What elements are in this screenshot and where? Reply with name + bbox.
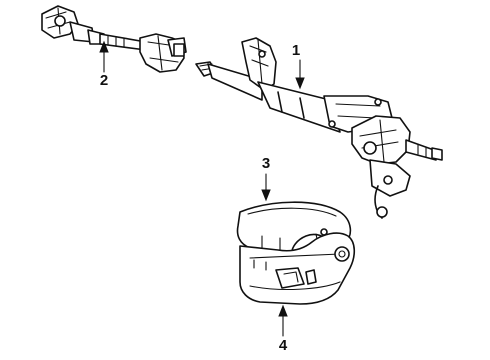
callout-4: 4 [278, 304, 288, 354]
callout-3-label: 3 [262, 155, 270, 172]
lower-shroud-part [239, 232, 356, 305]
callout-2: 2 [99, 40, 109, 89]
steering-column-part [195, 37, 443, 219]
callout-1: 1 [292, 42, 305, 90]
callout-1-label: 1 [292, 42, 300, 59]
callout-4-label: 4 [279, 337, 288, 354]
callout-3: 3 [261, 155, 271, 202]
intermediate-shaft-part [41, 5, 187, 73]
callout-2-label: 2 [100, 72, 108, 89]
